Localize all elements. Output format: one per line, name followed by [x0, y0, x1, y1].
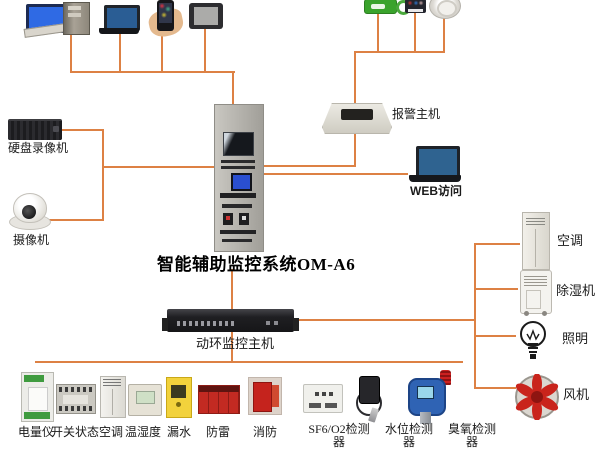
sf6-o2-detector-icon — [303, 384, 343, 413]
water-level-detector-icon — [356, 376, 382, 423]
camera-label: 摄像机 — [13, 233, 50, 247]
env-host-icon — [162, 309, 299, 332]
smartphone-icon — [157, 0, 174, 31]
fire-cabinet-icon — [248, 377, 282, 415]
device-label: 漏水 — [166, 425, 191, 439]
surge-protector-icon — [198, 385, 240, 414]
fan-icon — [515, 374, 559, 420]
web-laptop-icon — [409, 146, 461, 184]
connector-line — [474, 335, 516, 337]
system-title: 智能辅助监控系统OM-A6 — [157, 255, 356, 274]
connector-line — [70, 32, 72, 73]
connector-line — [474, 243, 520, 245]
touch-panel-icon — [189, 3, 223, 29]
connector-line — [231, 332, 233, 363]
alarm-host-icon — [322, 103, 392, 134]
connector-line — [262, 165, 356, 167]
connector-line — [474, 243, 476, 389]
connector-line — [377, 12, 379, 53]
connector-line — [474, 387, 516, 389]
connector-line — [231, 269, 233, 309]
connector-line — [294, 319, 476, 321]
connector-line — [102, 129, 104, 221]
connector-line — [262, 173, 408, 175]
connector-line — [204, 29, 206, 73]
lighting-label: 照明 — [562, 331, 589, 346]
connector-line — [102, 166, 214, 168]
device-label: 电量仪 — [17, 425, 54, 439]
device-label: 空调 — [98, 425, 123, 439]
device-label: 开关状态 — [50, 425, 99, 439]
device-label: 防雷 — [205, 425, 230, 439]
fan-label: 风机 — [563, 387, 590, 402]
connector-line — [48, 219, 104, 221]
connector-line — [354, 51, 445, 53]
device-label: 温湿度 — [124, 425, 161, 439]
pc-tower-icon — [63, 2, 90, 35]
switch-status-module-icon — [56, 384, 96, 414]
dvr-icon — [8, 119, 62, 140]
water-leak-module-icon — [166, 377, 192, 418]
device-label: 水位检测器 — [384, 422, 433, 449]
connector-line — [62, 129, 104, 131]
connector-line — [474, 288, 518, 290]
connector-line — [35, 361, 463, 363]
dehumidifier-label: 除湿机 — [556, 283, 596, 298]
power-meter-icon — [21, 372, 54, 422]
siren-speaker-icon — [429, 0, 461, 19]
connector-line — [161, 36, 163, 73]
ac-label: 空调 — [557, 233, 584, 248]
io-module-icon — [364, 0, 397, 14]
laptop-icon — [99, 5, 140, 34]
device-label: 臭氧检测器 — [447, 422, 496, 449]
connector-line — [70, 71, 235, 73]
web-access-label: WEB访问 — [410, 184, 462, 198]
device-label: SF6/O2检测器 — [308, 422, 370, 449]
alarm-host-label: 报警主机 — [392, 107, 441, 121]
dehumidifier-icon — [520, 270, 552, 316]
monitor-cabinet-icon — [214, 104, 264, 252]
dvr-label: 硬盘录像机 — [8, 141, 69, 155]
env-host-label: 动环监控主机 — [196, 336, 275, 351]
connector-line — [119, 32, 121, 73]
ac-unit-icon — [522, 212, 550, 270]
connector-line — [354, 132, 356, 167]
ozone-detector-icon — [404, 370, 454, 424]
ac-cabinet-small-icon — [100, 376, 126, 418]
connector-line — [414, 12, 416, 53]
keypad-icon — [405, 0, 426, 13]
connector-line — [354, 51, 356, 104]
camera-lens-icon — [22, 205, 36, 219]
light-bulb-icon — [520, 321, 546, 359]
connector-line — [232, 71, 234, 106]
device-label: 消防 — [252, 425, 277, 439]
temp-humidity-sensor-icon — [128, 384, 162, 416]
connector-line — [443, 15, 445, 53]
